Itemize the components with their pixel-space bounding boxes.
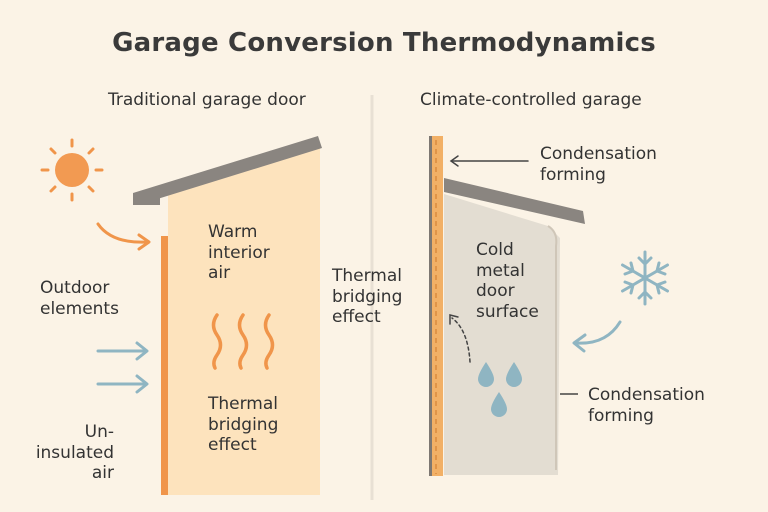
uninsulated-air-label: Un- insulated air <box>35 422 114 484</box>
left-door-edge <box>161 236 168 495</box>
cold-arrow-icon <box>572 320 622 353</box>
right-building-wall <box>444 194 560 475</box>
outdoor-elements-label: Outdoor elements <box>40 278 119 319</box>
page-title: Garage Conversion Thermodynamics <box>112 28 656 58</box>
snowflake-icon <box>621 250 669 306</box>
vapor-arrow-icon <box>449 314 471 363</box>
top-condensation-label: Condensation forming <box>540 144 657 185</box>
condensation-arrow-icon <box>449 155 529 167</box>
heat-wave-icon <box>211 313 275 370</box>
center-thermal-bridging-label: Thermal bridging effect <box>332 266 403 328</box>
left-building <box>133 136 322 495</box>
warm-interior-air-label: Warm interior air <box>208 222 270 284</box>
cold-metal-surface-label: Cold metal door surface <box>476 240 539 323</box>
left-roof <box>133 136 322 205</box>
bottom-condensation-label: Condensation forming <box>588 385 705 426</box>
outdoor-air-arrow-icon <box>96 341 149 394</box>
sun-icon <box>40 138 104 202</box>
left-building-wall <box>168 146 320 495</box>
water-drop-icon <box>478 362 522 417</box>
right-heading: Climate-controlled garage <box>420 90 642 110</box>
right-roof <box>444 178 585 224</box>
left-heading: Traditional garage door <box>108 90 306 110</box>
sun-arrow-icon <box>96 222 151 251</box>
right-building <box>429 136 585 476</box>
left-thermal-bridging-label: Thermal bridging effect <box>208 394 279 456</box>
